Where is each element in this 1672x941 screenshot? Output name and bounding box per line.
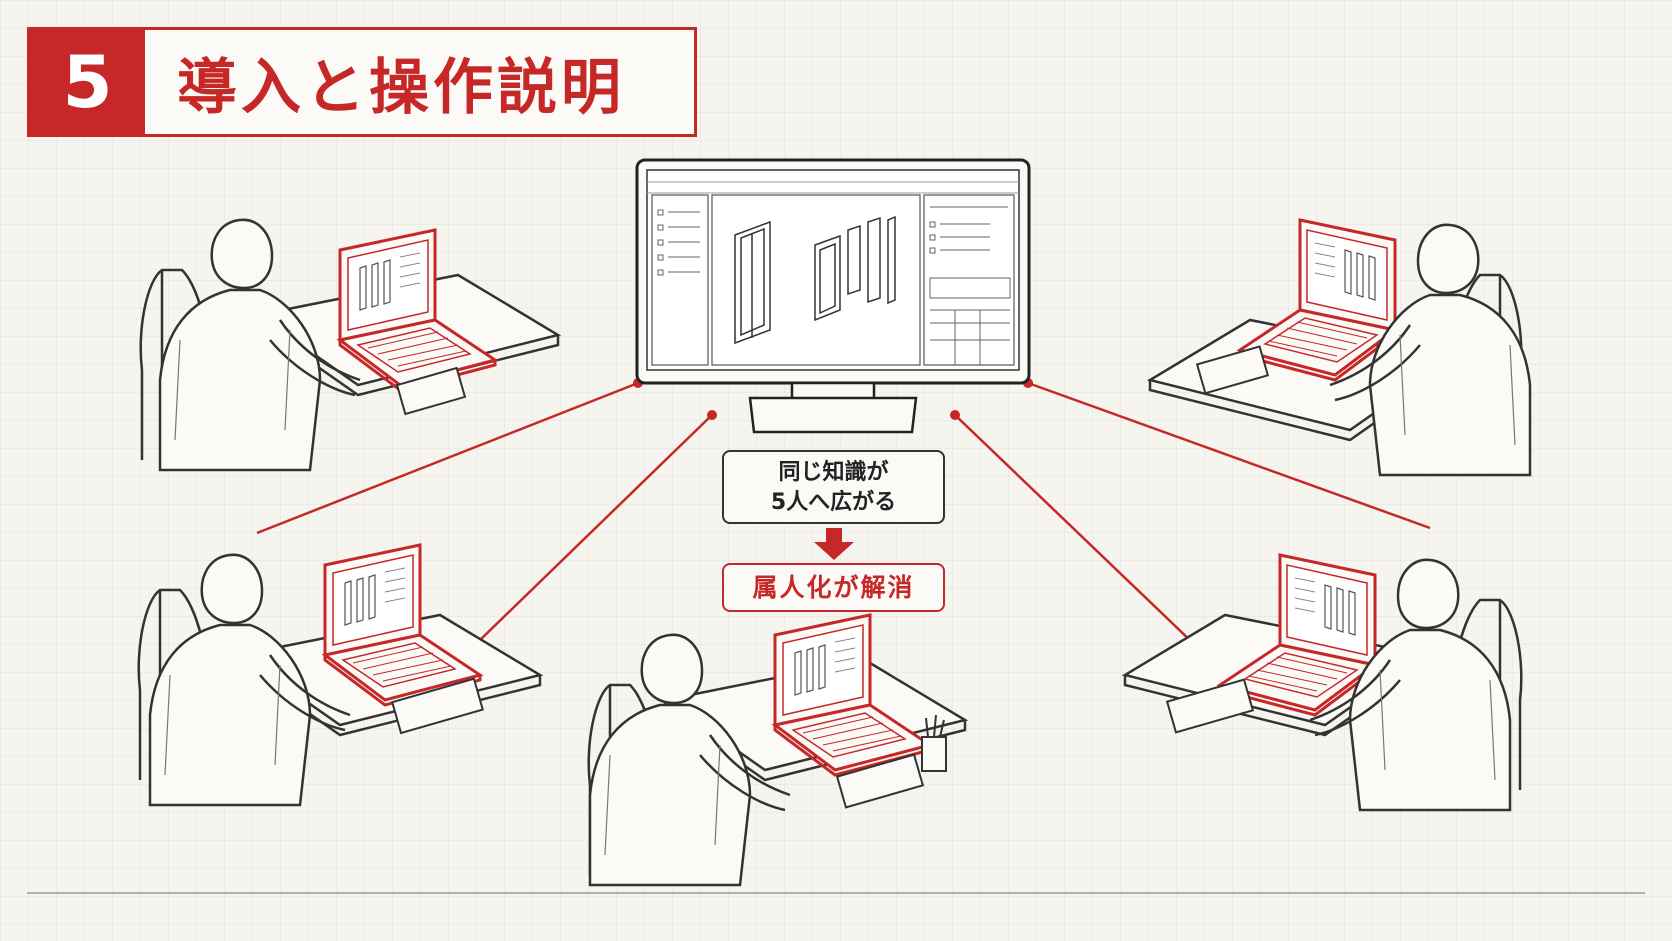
connection-lines [256,378,1431,646]
slide-title: 5 導入と操作説明 [27,27,697,137]
central-monitor [635,158,1031,434]
result-callout: 属人化が解消 [722,563,945,612]
section-number: 5 [30,30,145,134]
knowledge-line-1: 同じ知識が [778,460,889,485]
workstation-bottom-center [587,613,967,887]
down-arrow [814,528,854,560]
workstation-top-right [1148,218,1532,477]
knowledge-line-2: 5人へ広がる [770,490,897,515]
knowledge-callout: 同じ知識が 5人へ広がる [722,450,945,524]
workstation-top-left [139,218,560,472]
page-title: 導入と操作説明 [177,52,625,123]
workstation-bottom-left [137,543,542,807]
workstation-bottom-right [1123,553,1523,812]
